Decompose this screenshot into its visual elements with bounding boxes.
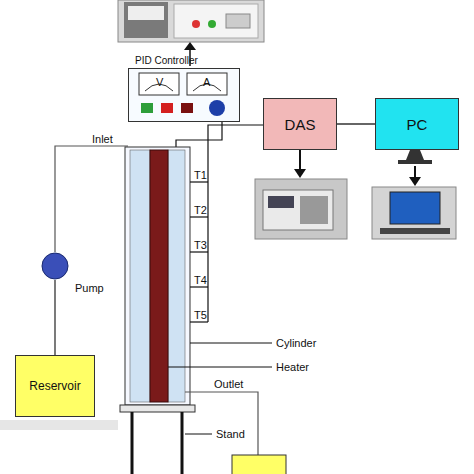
- thermocouple-label: T5: [194, 309, 207, 321]
- thermocouple-label: T3: [194, 239, 207, 251]
- pump-circle: [41, 252, 69, 280]
- part-label: Heater: [276, 361, 309, 373]
- node-heading: PID Controller: [135, 55, 198, 66]
- das-photo: [255, 179, 347, 239]
- node-heading: Pump: [75, 282, 104, 294]
- outlet-pipe: [185, 392, 258, 455]
- thermocouple-label: T2: [194, 204, 207, 216]
- arrow-head: [184, 42, 196, 50]
- pipe-label: Inlet: [92, 133, 113, 145]
- connector-line: [54, 280, 55, 355]
- controller-face: [129, 69, 241, 123]
- pc-photo: [372, 187, 456, 239]
- node-label: DAS: [285, 116, 316, 133]
- thermocouple-wires: [190, 125, 263, 322]
- inlet-pipe: [55, 146, 128, 252]
- reservoir-box: Reservoir: [15, 355, 95, 417]
- arrow-head: [409, 177, 421, 186]
- thermocouple-label: T4: [194, 274, 207, 286]
- das-box: DAS: [263, 98, 337, 150]
- stand-plate: [120, 405, 195, 412]
- pc-box: PC: [375, 98, 459, 150]
- pump-symbol: Pump: [41, 252, 69, 280]
- meter-label: A: [203, 76, 210, 88]
- monitor-base: [398, 160, 432, 164]
- pipe-label: Outlet: [214, 378, 243, 390]
- thermocouple-label: T1: [194, 169, 207, 181]
- stand-leg: [131, 412, 134, 474]
- cylinder: [125, 147, 190, 405]
- leader-line: [190, 343, 272, 344]
- controller-box: PID Controller: [128, 68, 240, 122]
- arrow-head: [294, 169, 306, 178]
- heater: [150, 150, 168, 402]
- stand-leg: [181, 412, 184, 474]
- part-label: Cylinder: [276, 337, 316, 349]
- node-label: PC: [407, 116, 428, 133]
- monitor-stand: [406, 150, 424, 160]
- node-label: Reservoir: [29, 379, 80, 393]
- leader-line: [185, 434, 212, 435]
- leader-line: [168, 367, 272, 368]
- power-wire: [176, 122, 222, 147]
- control-panel-photo: [118, 0, 264, 42]
- collection-tank: [232, 455, 286, 474]
- meter-label: V: [156, 76, 163, 88]
- part-label: Stand: [216, 428, 245, 440]
- floor: [0, 420, 118, 430]
- arrow-line: [299, 150, 301, 170]
- arrow-line: [414, 166, 416, 178]
- connector-line: [337, 123, 375, 124]
